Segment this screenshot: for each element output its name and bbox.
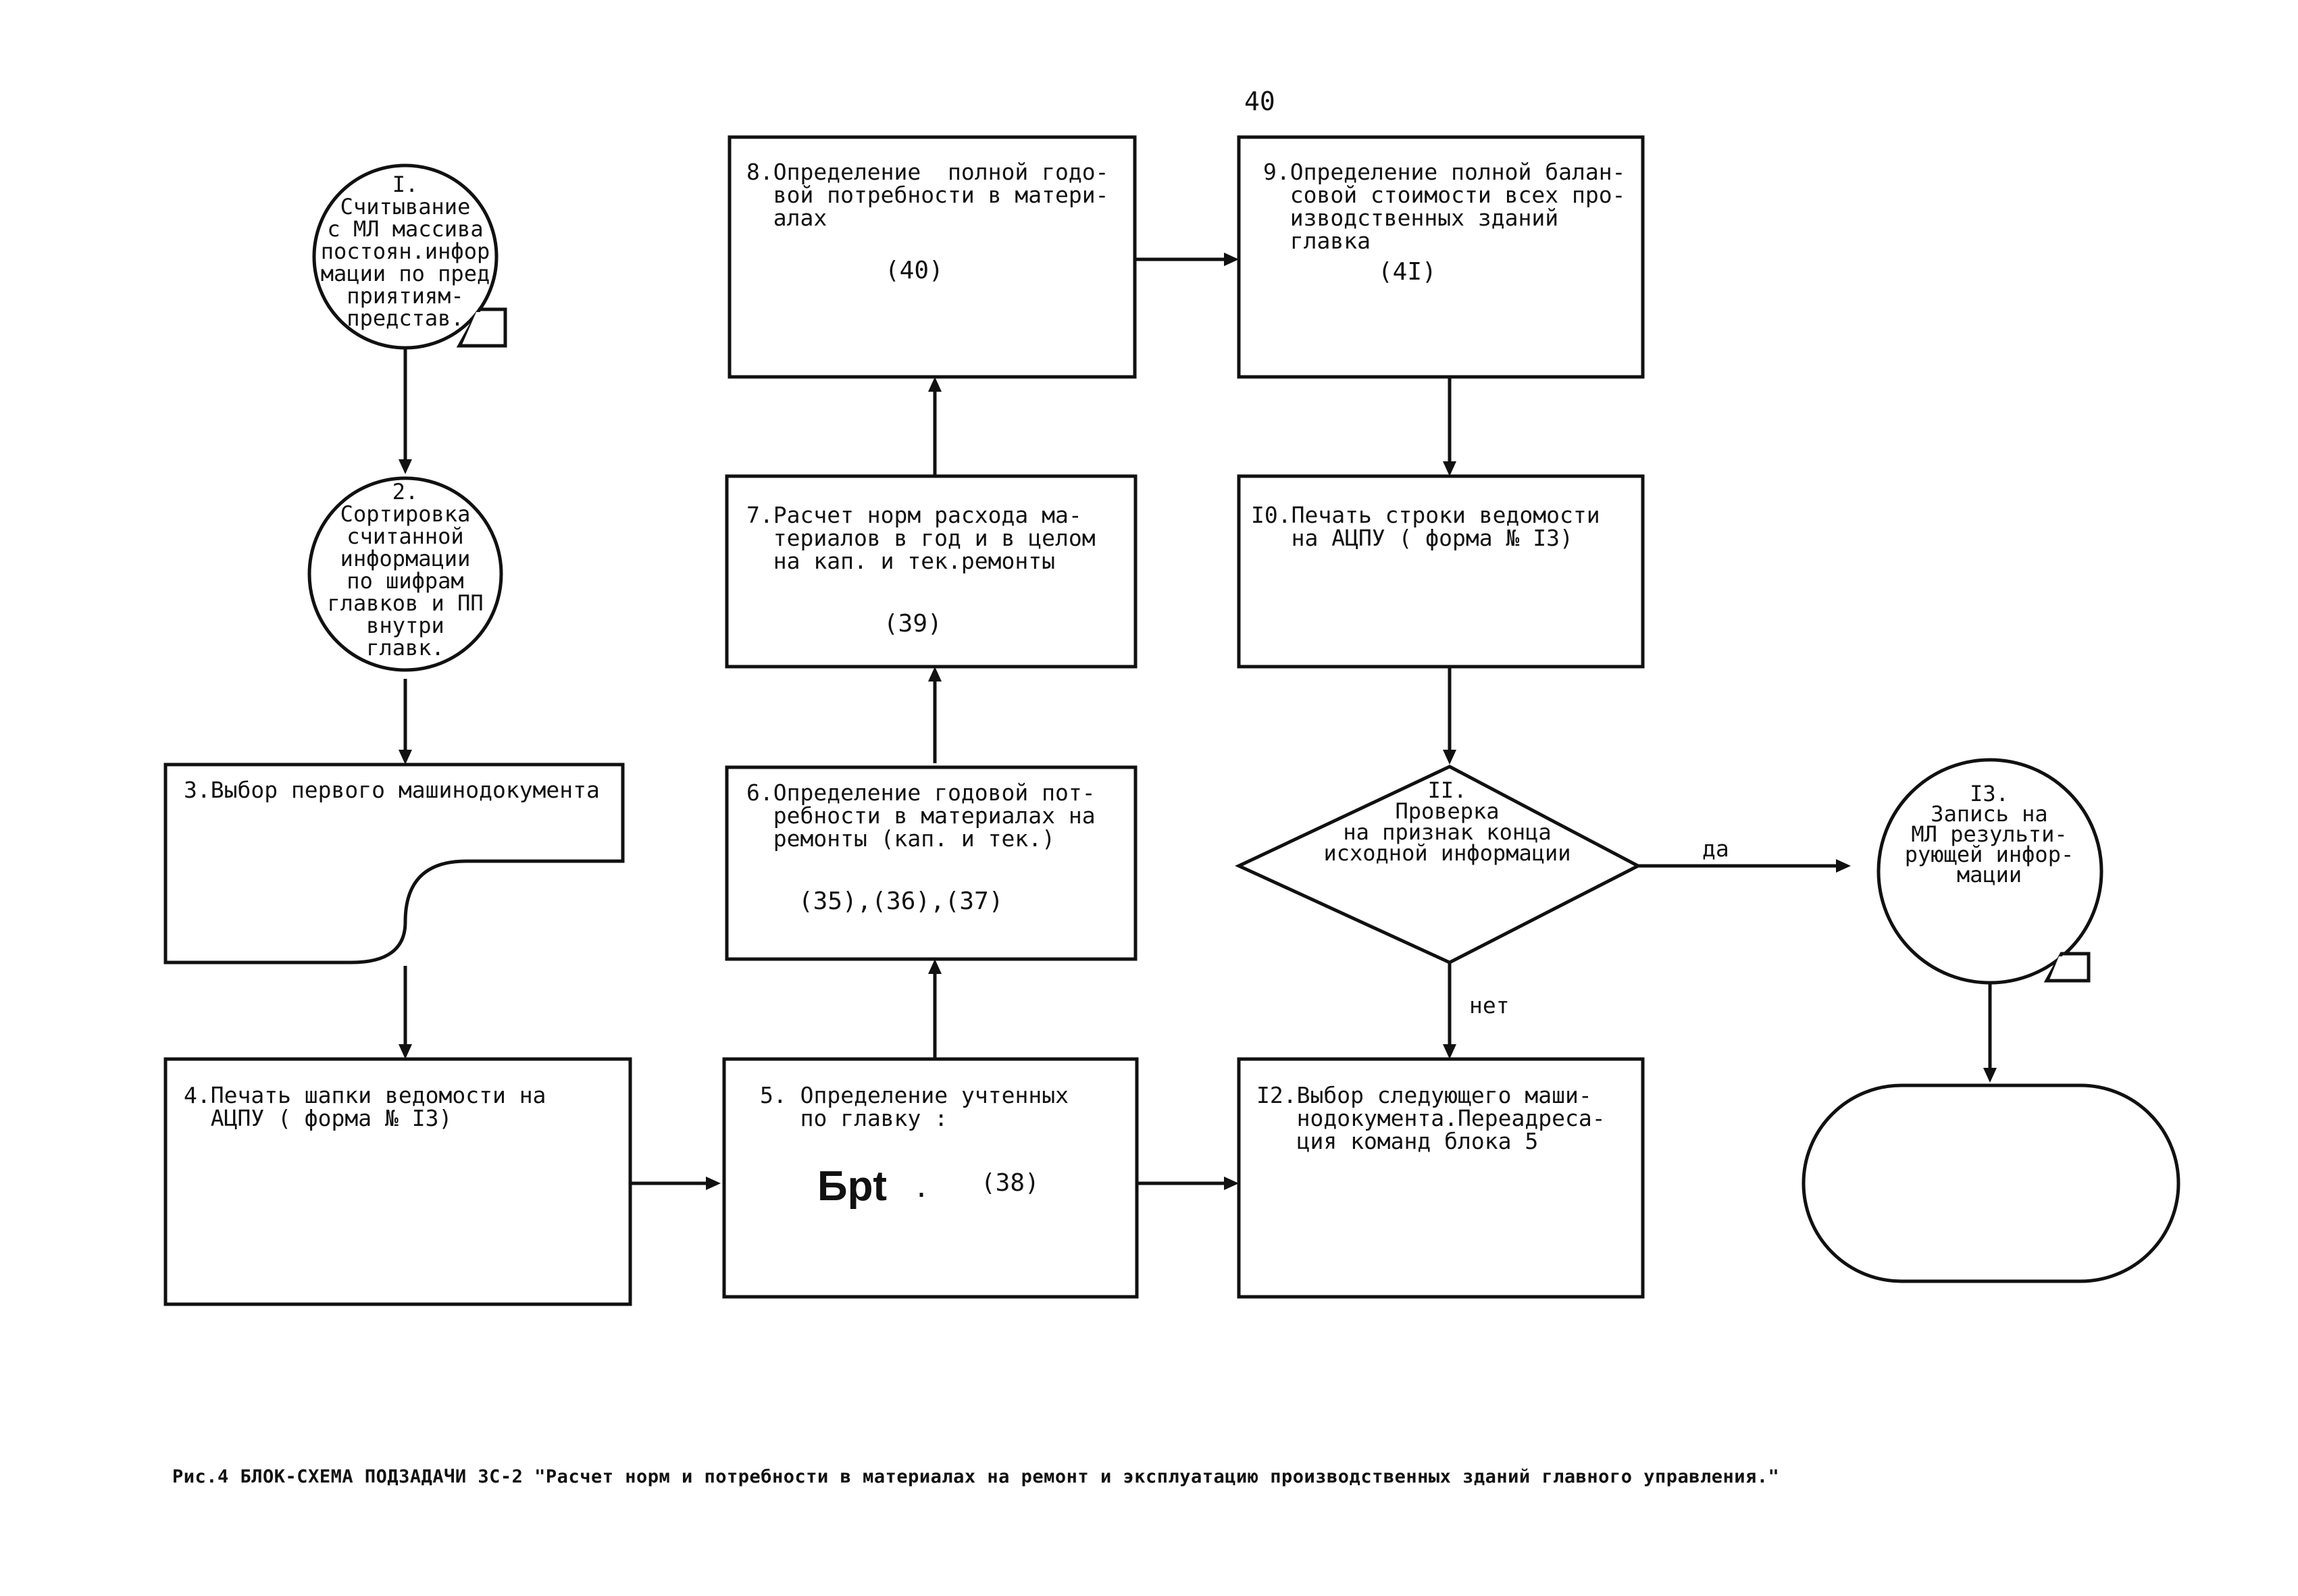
block-5-shape: [722, 1057, 1139, 1299]
arrow-into-b8: [928, 377, 942, 392]
block-5-formula-dot: .: [913, 1173, 930, 1204]
block-7-shape: [725, 474, 1138, 669]
arrow-into-b10: [1443, 461, 1456, 476]
block-9-reference: (4I): [1378, 258, 1437, 286]
arrow-into-b4: [399, 1044, 412, 1059]
block-12-shape: [1237, 1057, 1645, 1299]
page-number: 40: [1244, 86, 1275, 116]
block-6-shape: [725, 765, 1138, 961]
branch-yes-label: да: [1702, 835, 1729, 862]
block-2-sort-shape: [307, 476, 503, 672]
block-9-shape: [1237, 135, 1645, 379]
block-1-label: I. Считывание с МЛ массива постоян.инфор…: [320, 172, 490, 331]
end-terminator-shape: [1802, 1083, 2180, 1283]
block-4-label: 4.Печать шапки ведомости на АЦПУ ( форма…: [184, 1082, 546, 1131]
block-6-label: 6.Определение годовой пот- ребности в ма…: [746, 779, 1096, 852]
arrow-into-b11: [1443, 750, 1456, 765]
block-7-label: 7.Расчет норм расхода ма- териалов в год…: [746, 502, 1096, 574]
block-8-shape: [727, 135, 1137, 379]
arrow-into-b12: [1443, 1044, 1456, 1059]
block-5-label: 5. Определение учтенных по главку :: [760, 1082, 1069, 1131]
block-4-shape: [163, 1057, 632, 1306]
connectors: [399, 253, 1997, 1190]
arrow-into-end: [1983, 1068, 1997, 1083]
block-2-label: 2. Сортировка считанной информации по ши…: [327, 479, 484, 661]
arrow-into-b13: [1836, 859, 1851, 873]
arrow-into-b7: [928, 667, 942, 681]
block-11-label: II. Проверка на признак конца исходной и…: [1323, 777, 1571, 866]
block-13-tape-write-shape: [1876, 758, 2103, 985]
branch-no-label: нет: [1469, 992, 1510, 1019]
block-1-tape-read-shape: [312, 163, 507, 350]
block-13-label: I3. Запись на МЛ результи- рующей инфор-…: [1904, 781, 2074, 887]
arrow-into-b5: [706, 1177, 721, 1190]
arrow-into-b9: [1224, 253, 1239, 266]
block-3-document-shape: [163, 763, 625, 964]
arrow-into-b3: [399, 750, 412, 765]
block-10-shape: [1237, 474, 1645, 669]
block-3-label: 3.Выбор первого машинодокумента: [184, 777, 600, 803]
block-5-formula: Бpt: [817, 1163, 888, 1210]
block-8-label: 8.Определение полной годо- вой потребнос…: [746, 159, 1109, 231]
arrow-b5-to-b12: [1224, 1177, 1239, 1190]
block-8-reference: (40): [885, 257, 944, 284]
figure-caption: Рис.4 БЛОК-СХЕМА ПОДЗАДАЧИ ЗС-2 "Расчет …: [172, 1466, 1780, 1487]
block-6-reference: (35),(36),(37): [798, 887, 1004, 915]
block-11-decision-shape: [1235, 765, 1642, 964]
block-10-label: I0.Печать строки ведомости на АЦПУ ( фор…: [1251, 502, 1600, 551]
block-9-label: 9.Определение полной балан- совой стоимо…: [1263, 159, 1626, 254]
block-12-label: I2.Выбор следующего маши- нодокумента.Пе…: [1256, 1082, 1606, 1154]
block-7-reference: (39): [884, 610, 942, 638]
block-5-reference: (38): [981, 1169, 1040, 1197]
arrow-into-b6: [928, 959, 942, 974]
arrow-into-b2: [399, 459, 412, 474]
